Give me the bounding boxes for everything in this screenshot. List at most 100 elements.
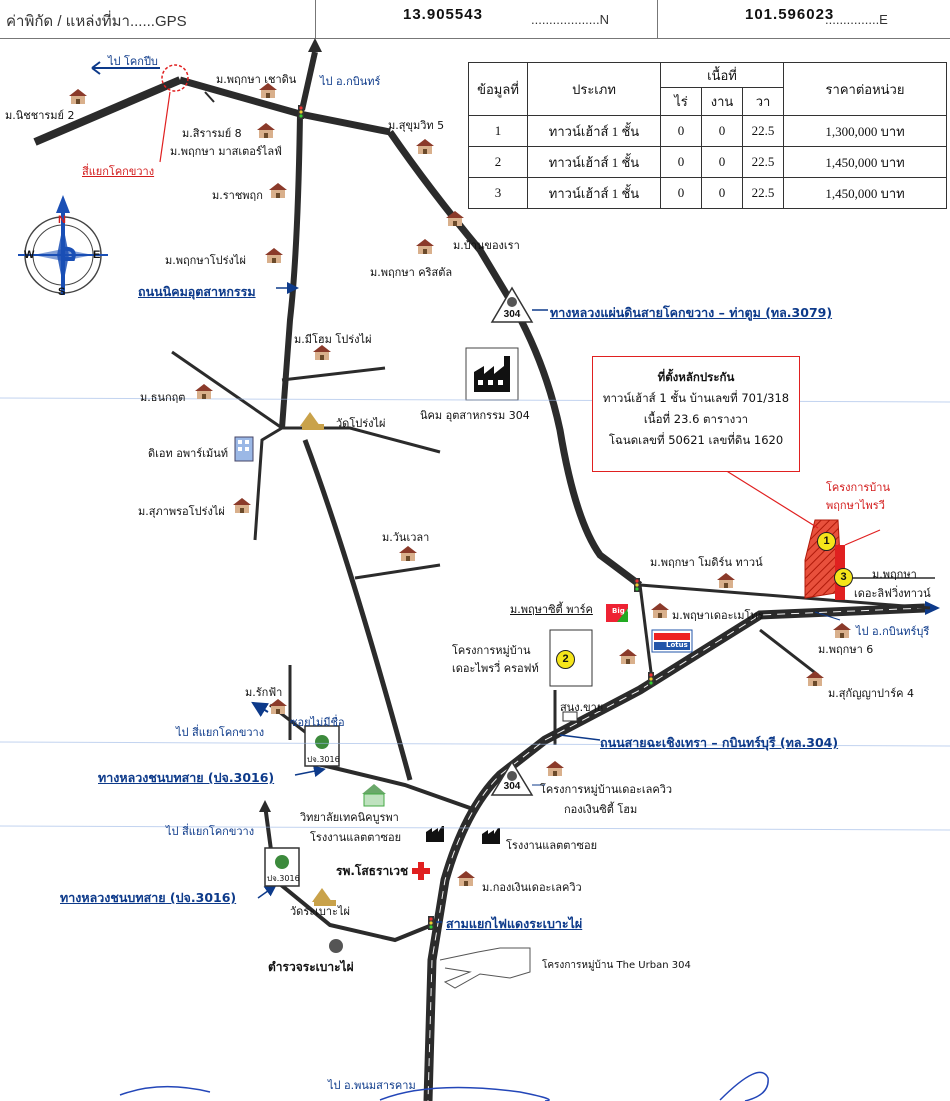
price-table: ข้อมูลที่ ประเภท เนื้อที่ ราคาต่อหน่วย ไ…: [468, 61, 947, 209]
label-to-kabinburi-right: ไป อ.กบินทร์บุรี: [856, 625, 930, 638]
label-m-sukhumvit5: ม.สุขุมวิท 5: [388, 119, 445, 132]
label-m-phruksa-city-park: ม.พฤษาซิตี้ พาร์ค: [510, 603, 593, 616]
road-thanakrit: [171, 350, 283, 430]
label-wat-prongphai: วัดโปร่งไผ่: [336, 417, 386, 430]
label-sawmill-1: โรงงานแลตตาซอย: [310, 831, 402, 844]
longitude-value: 101.596023: [745, 6, 835, 23]
label-industrial-road: ถนนนิคมอุตสาหกรรม: [138, 284, 256, 299]
col-header-no: ข้อมูลที่: [468, 62, 528, 116]
label-m-sirarom8: ม.สิรารมย์ 8: [182, 127, 242, 140]
pj-3016-sign-b-text: ปจ.3016: [267, 874, 300, 883]
label-industrial-estate: นิคม อุตสาหกรรม 304: [420, 409, 530, 422]
label-burapha-tech: วิทยาลัยเทคนิคบูรพา: [300, 811, 399, 824]
arrow-3016-b: [259, 800, 271, 812]
longitude-cell: 101.596023 ...............E: [657, 0, 950, 38]
road-sukanya: [759, 628, 819, 677]
arrow-304-label: [559, 734, 601, 741]
house-icon: [194, 383, 214, 400]
label-highway-3016-a: ทางหลวงชนบทสาย (ปจ.3016): [98, 770, 275, 785]
traffic-light-top: [298, 105, 304, 119]
house-icon: [456, 870, 476, 887]
house-icon: [415, 238, 435, 255]
label-road-304: ถนนสายฉะเชิงเทรา – กบินทร์บุรี (ทล.304): [600, 735, 839, 750]
factory-icon-industrial: [465, 347, 519, 401]
label-sawmill-2: โรงงานแลตตาซอย: [506, 839, 598, 852]
apartment-icon: [234, 436, 254, 462]
road-industrial: [279, 113, 303, 429]
label-m-kongngoen: ม.กองเงินเดอะเลควิว: [482, 881, 582, 894]
compass-w: W: [24, 249, 35, 261]
road-304-center: [427, 607, 926, 1101]
label-m-phruksa-crystal: ม.พฤกษา คริสตัล: [370, 266, 453, 279]
urban-304-outline: [439, 947, 531, 989]
house-icon: [716, 572, 736, 589]
arrow-3016-a-label: [294, 765, 326, 778]
label-m-phruksa-master: ม.พฤกษา มาสเตอร์ไลฟ์: [170, 145, 282, 158]
road-3016-a: [320, 745, 471, 810]
label-to-khokpip: ไป โคกปีบ: [108, 55, 158, 68]
hwy-304-sign-top-text: 304: [503, 309, 521, 320]
label-m-baanchongrao: ม.บ้านของเรา: [453, 239, 520, 252]
house-icon: [258, 82, 278, 99]
label-to-khokkhwang-1: ไป สี่แยกโคกขวาง: [176, 726, 265, 739]
label-m-phruksa-chaden: ม.พฤกษา เชาดิน: [216, 73, 297, 86]
label-junction-khokkhwang: สี่แยกโคกขวาง: [82, 165, 155, 178]
temple-icon-prongphai: [300, 412, 324, 430]
label-m-thanakrit: ม.ธนกฤต: [140, 391, 186, 404]
label-junction-rabaephai: สามแยกไฟแดงระเบาะไผ่: [446, 916, 583, 931]
house-icon: [232, 497, 252, 514]
location-marker-1: 1: [817, 532, 836, 551]
bigc-logo-text: Big C: [612, 607, 633, 615]
road-phruksa-metro: [639, 583, 931, 610]
col-header-rai: ไร่: [660, 87, 702, 116]
collateral-line-3: โฉนดเลขที่ 50621 เลขที่ดิน 1620: [608, 433, 784, 447]
label-m-phruksa-right-1: ม.พฤกษา: [872, 568, 917, 581]
tesco-lotus-text: Lotus: [666, 641, 688, 649]
label-de-apartment: ดิเอท อพาร์เม้นท์: [148, 447, 228, 460]
label-highway-3016-b: ทางหลวงชนบทสาย (ปจ.3016): [60, 890, 237, 905]
label-to-phanomsarakham: ไป อ.พนมสารคาม: [328, 1079, 416, 1092]
label-hospital: รพ.โสธราเวช: [336, 864, 409, 878]
road-3079: [387, 130, 643, 588]
longitude-suffix: ...............E: [825, 12, 888, 27]
col-header-type: ประเภท: [527, 62, 661, 116]
house-icon: [445, 210, 465, 227]
col-header-area: เนื้อที่: [660, 61, 784, 89]
gps-source-cell: ค่าพิกัด / แหล่งที่มา......GPS: [0, 0, 316, 38]
compass-s: S: [58, 286, 66, 298]
label-m-phruksa-prongphai: ม.พฤกษาโปร่งไผ่: [165, 254, 246, 267]
table-row: 3 ทาวน์เฮ้าส์ 1 ชั้น 0 0 22.5 1,450,000 …: [468, 177, 947, 209]
house-icon: [264, 247, 284, 264]
arrow-304-east: [925, 601, 940, 615]
label-m-ratchaphruk: ม.ราชพฤก: [212, 189, 263, 202]
latitude-cell: 13.905543 ...................N: [315, 0, 658, 38]
hwy-304-sign-bottom-text: 304: [503, 781, 521, 792]
label-m-phruksa6: ม.พฤกษา 6: [818, 643, 874, 656]
gps-header: ค่าพิกัด / แหล่งที่มา......GPS 13.905543…: [0, 0, 950, 39]
tesco-lotus-logo-icon: [651, 629, 693, 653]
house-icon: [832, 622, 852, 639]
traffic-light-rabaephai: [428, 916, 434, 930]
factory-icon-sawmill-2: [480, 824, 502, 846]
collateral-line-1: ทาวน์เฮ้าส์ 1 ชั้น บ้านเลขที่ 701/318: [602, 391, 790, 405]
label-m-nichar2: ม.นิชชารมย์ 2: [5, 109, 75, 122]
label-unnamed-soi: ซอยไม่มีชื่อ: [290, 716, 345, 729]
house-icon: [618, 648, 638, 665]
label-project-prai-1: โครงการหมู่บ้าน: [452, 644, 531, 657]
traffic-light-junction: [634, 578, 640, 592]
hospital-icon: [410, 860, 432, 882]
road-junction-north: [638, 584, 654, 681]
label-project-lake-1: โครงการหมู่บ้านเดอะเลควิว: [540, 783, 673, 796]
road-khokpip: [33, 76, 182, 146]
label-m-suparot: ม.สุภาพรอโปร่งไผ่: [138, 505, 225, 518]
arrow-kabin-top: [308, 38, 322, 52]
bigc-logo-icon: [606, 604, 628, 622]
house-icon: [545, 760, 565, 777]
label-wat-rabaephai: วัดระเบาะไผ่: [290, 905, 350, 918]
collateral-info-box: ที่ตั้งหลักประกัน ทาวน์เฮ้าส์ 1 ชั้น บ้า…: [592, 356, 800, 472]
factory-icon-sawmill-1: [424, 822, 446, 844]
label-m-rakfa: ม.รักฟ้า: [245, 686, 283, 699]
house-icon: [268, 182, 288, 199]
col-header-price: ราคาต่อหน่วย: [783, 62, 947, 116]
